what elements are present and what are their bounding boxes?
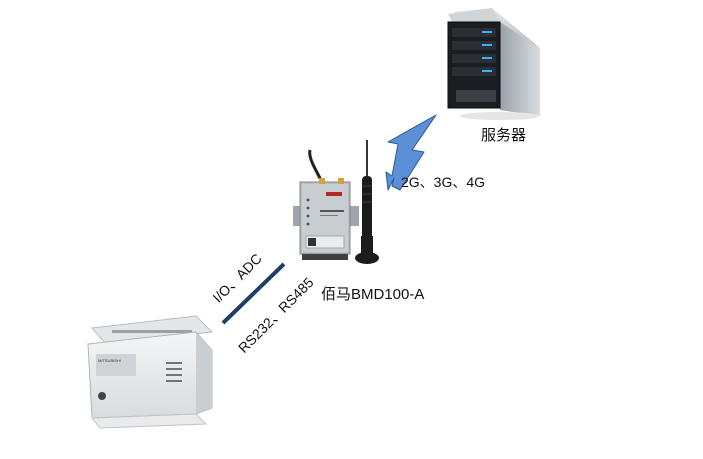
device-label: 佰马BMD100-A <box>321 286 425 303</box>
plc-brand-text: MITSUBISHI <box>98 358 121 363</box>
server-label: 服务器 <box>481 127 527 144</box>
network-label: 2G、3G、4G <box>401 174 486 190</box>
